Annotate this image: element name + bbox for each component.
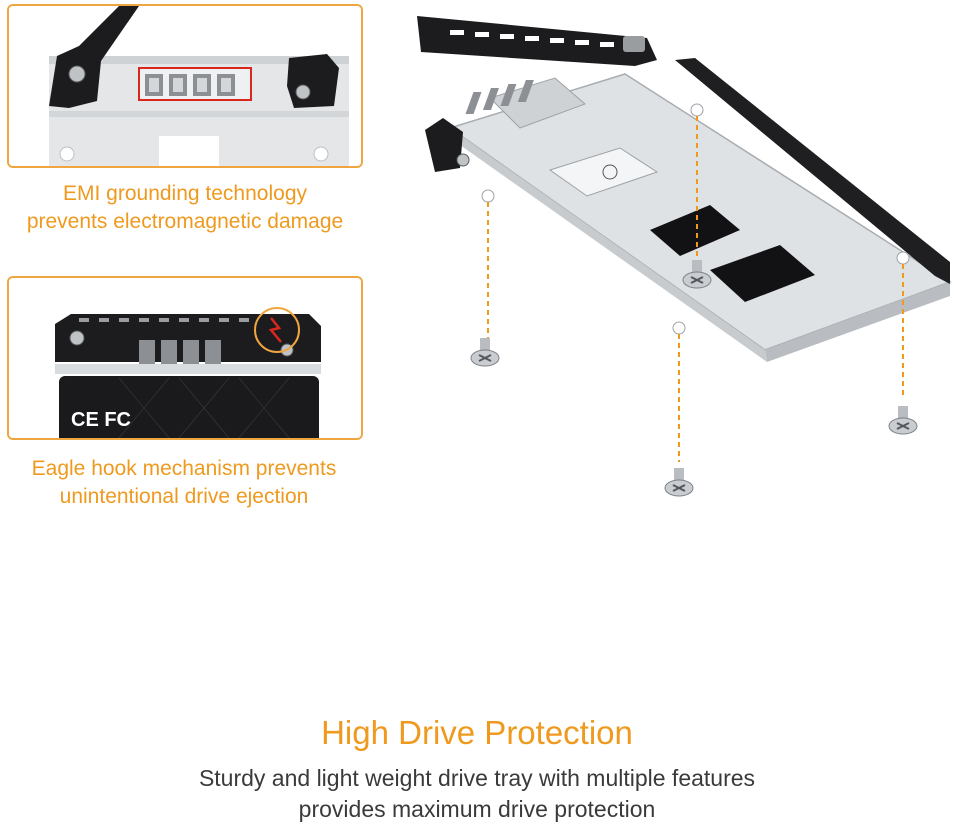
eagle-hook-caption-line1: Eagle hook mechanism prevents	[31, 457, 337, 480]
eagle-hook-closeup-image: CE FC	[9, 278, 361, 438]
emi-closeup-panel	[7, 4, 363, 168]
emi-caption-line1: EMI grounding technology	[63, 182, 307, 205]
emi-caption-line2: prevents electromagnetic damage	[26, 210, 344, 233]
emi-caption: EMI grounding technology prevents electr…	[0, 180, 370, 236]
eagle-hook-caption: Eagle hook mechanism prevents unintentio…	[0, 455, 368, 511]
ce-mark: CE FC	[71, 409, 131, 431]
screw-group	[470, 260, 918, 497]
eagle-hook-caption-line2: unintentional drive ejection	[59, 485, 309, 508]
eagle-hook-closeup-panel: CE FC	[7, 276, 363, 440]
emi-closeup-image	[9, 6, 361, 166]
drive-tray-illustration	[417, 16, 952, 497]
description-line1: Sturdy and light weight drive tray with …	[198, 765, 756, 791]
description-line2: provides maximum drive protection	[298, 796, 656, 822]
headline: High Drive Protection	[321, 714, 633, 751]
